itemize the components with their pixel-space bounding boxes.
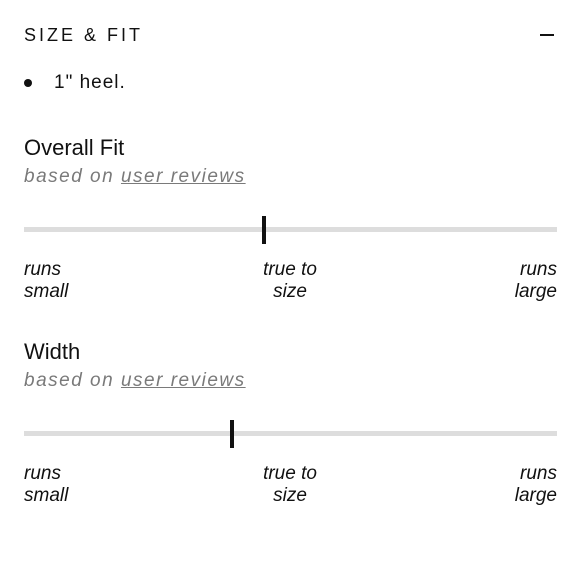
label-line: size xyxy=(273,281,307,302)
detail-text: 1" heel. xyxy=(54,72,126,93)
label-line: runs xyxy=(24,259,61,280)
label-runs-small: runs small xyxy=(24,463,68,507)
label-line: small xyxy=(24,485,69,506)
user-reviews-link[interactable]: user reviews xyxy=(120,166,246,187)
fit-title: Overall Fit xyxy=(24,135,125,160)
label-true-to-size: true to size xyxy=(263,463,317,507)
label-line: small xyxy=(24,281,69,302)
overall-fit-scale: Overall Fit based on user reviews runs s… xyxy=(24,134,557,302)
section-title: SIZE & FIT xyxy=(24,24,144,45)
subtitle-prefix: based on xyxy=(24,370,121,391)
label-runs-large: runs large xyxy=(515,259,557,303)
label-line: true to xyxy=(263,259,317,280)
label-line: runs xyxy=(520,463,557,484)
fit-title: Width xyxy=(24,339,81,364)
size-fit-section-header[interactable]: SIZE & FIT xyxy=(24,22,556,48)
label-runs-large: runs large xyxy=(515,463,557,507)
collapse-minus-icon[interactable] xyxy=(538,26,556,44)
label-line: runs xyxy=(520,259,557,280)
fit-track xyxy=(24,420,557,448)
label-line: true to xyxy=(263,463,317,484)
fit-subtitle: based on user reviews xyxy=(24,162,557,192)
label-true-to-size: true to size xyxy=(263,259,317,303)
fit-marker xyxy=(261,216,266,244)
label-runs-small: runs small xyxy=(24,259,68,303)
label-line: size xyxy=(273,485,307,506)
bullet-icon xyxy=(24,79,32,87)
label-line: large xyxy=(514,281,557,302)
subtitle-prefix: based on xyxy=(24,166,121,187)
width-fit-scale: Width based on user reviews runs small t… xyxy=(24,338,557,506)
fit-track xyxy=(24,216,557,244)
fit-subtitle: based on user reviews xyxy=(24,366,557,396)
user-reviews-link[interactable]: user reviews xyxy=(120,370,246,391)
detail-list-item: 1" heel. xyxy=(24,72,126,94)
fit-marker xyxy=(229,420,234,448)
label-line: large xyxy=(514,485,557,506)
label-line: runs xyxy=(24,463,61,484)
